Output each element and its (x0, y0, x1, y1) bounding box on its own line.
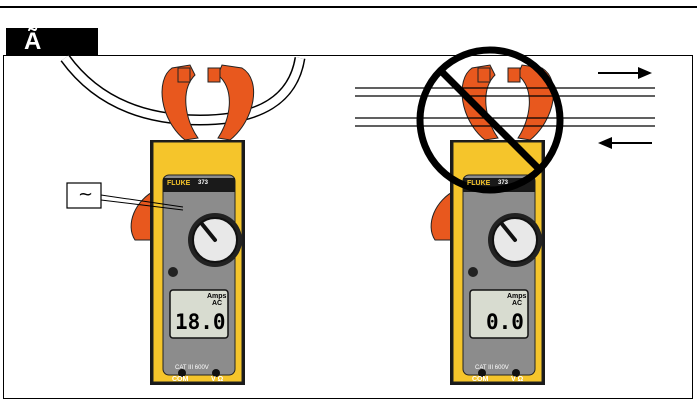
right-v-label: V Ω (511, 376, 524, 383)
right-model: 373 (498, 180, 509, 186)
top-rule (0, 6, 697, 8)
right-clamp-meter (430, 64, 555, 385)
ac-mode-symbol: ~ (78, 184, 94, 205)
right-cat-rating: CAT III 600V (475, 365, 509, 371)
left-mode: AC (212, 300, 223, 307)
right-unit: Amps (507, 293, 527, 300)
figure-tag: Ã (6, 28, 98, 56)
mode-callout (66, 182, 184, 211)
left-conductor (60, 54, 306, 126)
right-brand: FLUKE (467, 180, 491, 187)
right-mode: AC (512, 300, 523, 307)
left-model: 373 (198, 180, 209, 186)
left-brand: FLUKE (167, 180, 191, 187)
left-com-label: COM (172, 376, 189, 383)
left-unit: Amps (207, 293, 227, 300)
left-display-value: 18.0 (175, 310, 226, 334)
arrow-right (598, 67, 652, 79)
prohibited-symbol (416, 46, 564, 194)
arrow-left (598, 137, 652, 149)
left-cat-rating: CAT III 600V (175, 365, 209, 371)
left-v-label: V Ω (211, 376, 224, 383)
right-display-value: 0.0 (486, 310, 524, 334)
illustration-panel (3, 55, 693, 399)
right-com-label: COM (472, 376, 489, 383)
right-conductors (355, 87, 655, 127)
left-clamp-meter (130, 64, 255, 385)
